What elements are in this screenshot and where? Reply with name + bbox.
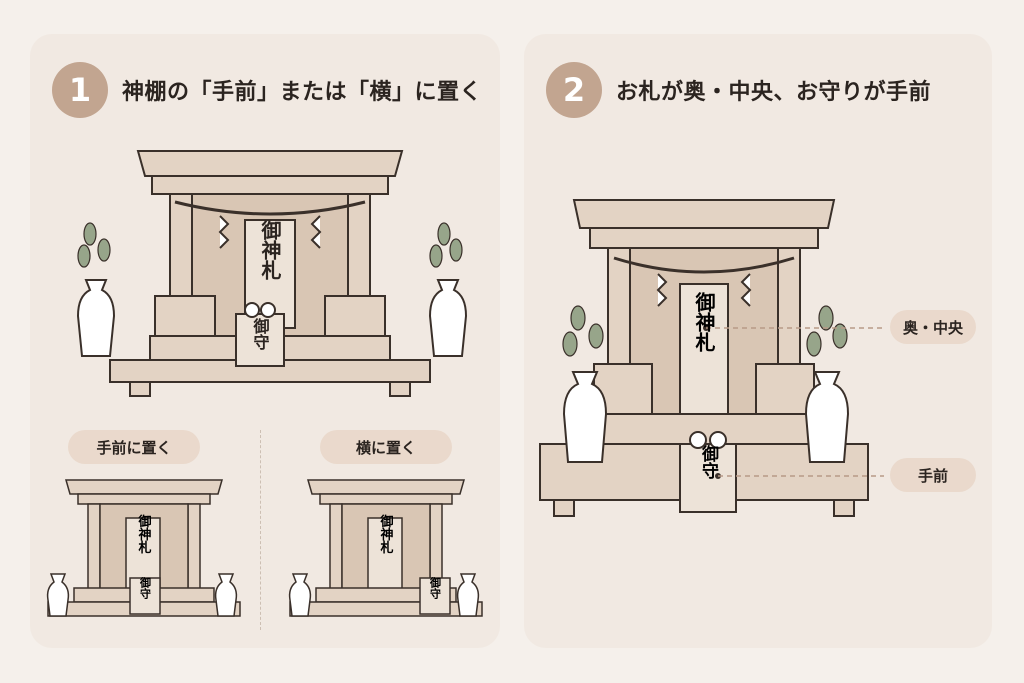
kamidana-main-illustration: 御神札 御守 [76, 150, 468, 397]
front-ofuda-text: 御神札 [136, 514, 153, 555]
main-ofuda-text: 御神札 [258, 219, 282, 280]
kamidana-order-illustration: 御神札 御守 [539, 199, 884, 517]
label-front: 手前に置く [68, 430, 200, 464]
kamidana-side-illustration: 御神札 御守 [288, 479, 483, 617]
front-omamori-text: 御守 [139, 576, 153, 600]
callout-back-center: 奥・中央 [890, 310, 976, 344]
panel-step-2: 2 お札が奥・中央、お守りが手前 [524, 34, 992, 648]
side-ofuda-text: 御神札 [378, 514, 395, 555]
order-ofuda-text: 御神札 [692, 291, 716, 352]
step-1-badge: 1 [52, 62, 108, 118]
side-omamori-text: 御守 [429, 576, 443, 600]
main-omamori-text: 御守 [251, 317, 271, 351]
step-2-badge: 2 [546, 62, 602, 118]
callout-front: 手前 [890, 458, 976, 492]
step-1-title: 神棚の「手前」または「横」に置く [122, 80, 483, 105]
panel-step-1: 1 神棚の「手前」または「横」に置く [30, 34, 500, 648]
label-side: 横に置く [320, 430, 452, 464]
panel-divider [260, 430, 261, 630]
kamidana-front-illustration: 御神札 御守 [46, 479, 241, 617]
order-omamori-text: 御守 [698, 444, 720, 479]
step-2-title: お札が奥・中央、お守りが手前 [616, 80, 932, 105]
